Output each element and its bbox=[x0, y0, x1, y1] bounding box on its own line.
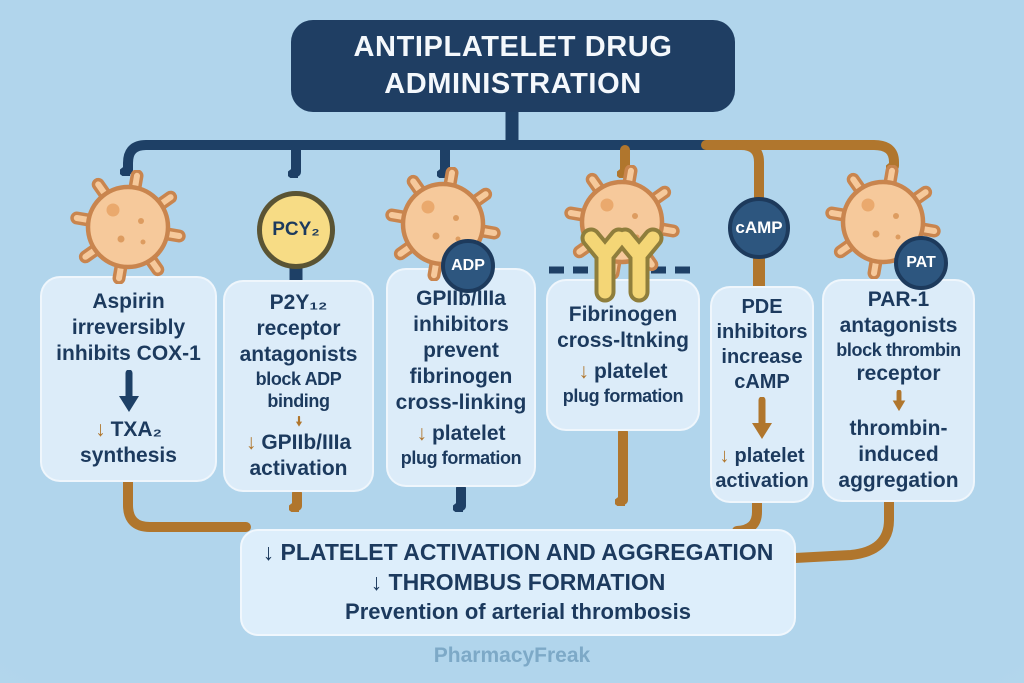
result-text: synthesis bbox=[80, 444, 177, 468]
result-text: aggregation bbox=[838, 468, 959, 492]
decrease-glyph: ↓ bbox=[719, 445, 730, 468]
brand-watermark: PharmacyFreak bbox=[433, 644, 591, 667]
trunk-left-arrow bbox=[128, 140, 717, 170]
result-text: TXA₂ bbox=[110, 418, 162, 442]
result-text: platelet bbox=[593, 360, 668, 384]
down-arrow-icon bbox=[295, 415, 302, 427]
col1-bottom-curve bbox=[123, 475, 251, 532]
col5-bottom-curve bbox=[732, 497, 762, 536]
camp-badge: cAMP bbox=[728, 197, 790, 259]
result-text: GPIIb/IIIa bbox=[261, 430, 352, 454]
outcome-line-1: ↓ PLATELET ACTIVATION AND AGGREGATION bbox=[262, 539, 774, 566]
card-p2y12: P2Y₁₂ receptor antagonists block ADP bin… bbox=[223, 280, 374, 492]
diagram-title: ANTIPLATELET DRUG ADMINISTRATION bbox=[291, 20, 735, 112]
mechanism-text: block ADP binding bbox=[255, 369, 342, 412]
result-text: plug formation bbox=[562, 386, 684, 407]
platelet-fibrinogen-icon bbox=[562, 165, 682, 303]
result-text: platelet bbox=[734, 445, 805, 468]
mechanism-text: PAR-1 bbox=[867, 288, 930, 311]
col5-branch-line bbox=[736, 140, 764, 203]
mechanism-text: fibrinogen bbox=[409, 364, 513, 388]
result-text: activation bbox=[249, 456, 348, 480]
trunk-right-arrow bbox=[701, 140, 899, 166]
result-text: plug formation bbox=[400, 447, 522, 468]
card-gpiib-iiia: GPIIb/IIIa inhibitors prevent fibrinogen… bbox=[386, 268, 536, 487]
pcy2-receptor-badge: PCY₂ bbox=[257, 191, 335, 269]
title-line-1: ANTIPLATELET DRUG bbox=[353, 30, 673, 63]
outcome-line-3: Prevention of arterial thrombosis bbox=[345, 599, 691, 625]
down-arrow-icon bbox=[118, 370, 139, 413]
decrease-glyph: ↓ bbox=[95, 418, 106, 442]
result-text: platelet bbox=[431, 421, 506, 445]
mechanism-text: inhibits COX-1 bbox=[56, 341, 201, 365]
adp-badge: ADP bbox=[441, 239, 495, 293]
mechanism-text: Aspirin bbox=[92, 289, 165, 313]
mechanism-text: PDE bbox=[741, 296, 783, 319]
result-text: activation bbox=[715, 470, 809, 493]
mechanism-text: receptor bbox=[856, 362, 941, 386]
pat-badge: PAT bbox=[894, 236, 948, 290]
decrease-glyph: ↓ bbox=[245, 430, 257, 454]
mechanism-text: GPIIb/IIIa bbox=[416, 286, 506, 310]
card-fibrinogen: Fibrinogen cross-ltnking ↓platelet plug … bbox=[546, 279, 700, 431]
decrease-glyph: ↓ bbox=[578, 360, 589, 384]
mechanism-text: antagonists bbox=[239, 343, 358, 367]
mechanism-text: Fibrinogen bbox=[568, 303, 678, 327]
result-text: induced bbox=[858, 442, 939, 466]
platelet-icon bbox=[68, 170, 188, 284]
card-aspirin: Aspirin irreversibly inhibits COX-1 ↓TXA… bbox=[40, 276, 217, 482]
mechanism-text: inhibitors bbox=[413, 312, 509, 336]
mechanism-text: increase bbox=[721, 345, 803, 368]
outcome-box: ↓ PLATELET ACTIVATION AND AGGREGATION ↓ … bbox=[240, 529, 796, 636]
mechanism-text: inhibitors bbox=[716, 320, 808, 343]
mechanism-text: irreversibly bbox=[71, 315, 186, 339]
card-par1: PAR-1 antagonists block thrombin recepto… bbox=[822, 279, 975, 502]
decrease-glyph: ↓ bbox=[416, 421, 427, 445]
mechanism-text: antagonists bbox=[839, 314, 958, 338]
mechanism-text: block thrombin bbox=[836, 340, 961, 361]
card-pde: PDE inhibitors increase cAMP ↓platelet a… bbox=[710, 286, 814, 503]
down-arrow-icon bbox=[892, 390, 905, 412]
badge-label: cAMP bbox=[735, 218, 783, 237]
down-arrow-icon bbox=[752, 397, 772, 440]
mechanism-text: prevent bbox=[423, 338, 499, 362]
mechanism-text: cAMP bbox=[734, 370, 790, 393]
result-text: thrombin- bbox=[849, 416, 948, 440]
mechanism-text: P2Y₁₂ bbox=[269, 291, 328, 314]
badge-label: ADP bbox=[451, 257, 485, 274]
badge-label: PAT bbox=[906, 254, 936, 271]
mechanism-text: cross-ltnking bbox=[557, 329, 689, 353]
mechanism-text: cross-linking bbox=[395, 390, 527, 414]
mechanism-text: receptor bbox=[256, 317, 341, 341]
outcome-line-2: ↓ THROMBUS FORMATION bbox=[370, 569, 666, 596]
title-line-2: ADMINISTRATION bbox=[384, 68, 642, 100]
badge-label: PCY₂ bbox=[272, 219, 320, 240]
col6-bottom-curve bbox=[790, 496, 894, 563]
